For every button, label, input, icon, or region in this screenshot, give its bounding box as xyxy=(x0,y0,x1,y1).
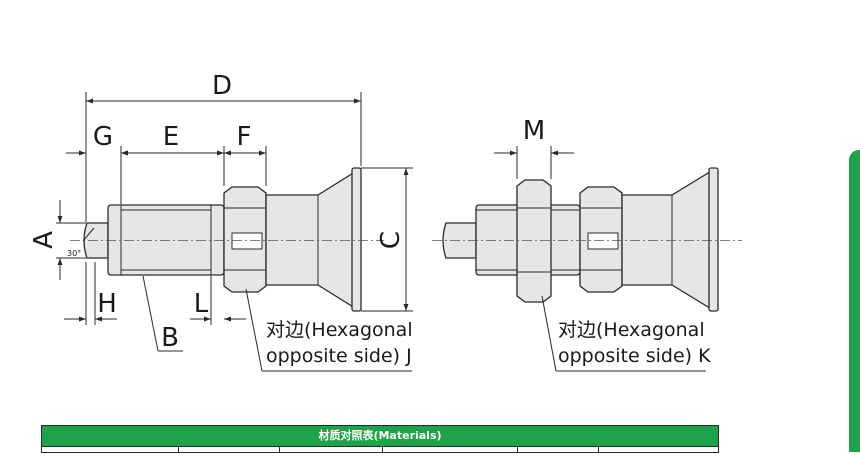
leader-b: B xyxy=(142,275,183,353)
chamfer-angle: 30° xyxy=(67,227,95,258)
side-accent-tab[interactable] xyxy=(849,150,860,452)
leader-j: 对边(Hexagonal opposite side) J xyxy=(245,288,413,372)
dimension-f: F xyxy=(224,122,267,186)
label-a: A xyxy=(29,231,59,249)
leader-k: 对边(Hexagonal opposite side) K xyxy=(541,295,711,372)
table-cell xyxy=(42,447,179,452)
label-l: L xyxy=(194,289,209,319)
callout-k-line2: opposite side) K xyxy=(558,345,711,367)
materials-table: 材质对照表(Materials) xyxy=(41,425,719,453)
label-g: G xyxy=(93,122,113,152)
callout-j-line1: 对边(Hexagonal xyxy=(266,319,413,341)
table-cell xyxy=(599,447,718,452)
table-cell xyxy=(179,447,280,452)
left-plunger-part xyxy=(70,167,384,312)
dimension-m: M xyxy=(494,116,574,179)
dimension-g: G xyxy=(66,122,140,156)
label-f: F xyxy=(237,122,252,152)
label-c: C xyxy=(376,231,406,249)
table-cell xyxy=(280,447,383,452)
dimension-d: D xyxy=(85,71,362,222)
callout-k-line1: 对边(Hexagonal xyxy=(558,319,705,341)
table-cell xyxy=(518,447,599,452)
dimension-h: H xyxy=(64,262,117,325)
dimension-l: L xyxy=(190,276,246,325)
right-plunger-part xyxy=(432,167,742,312)
label-m: M xyxy=(523,116,545,146)
dimension-c: C xyxy=(361,167,413,312)
callout-j-line2: opposite side) J xyxy=(266,345,412,367)
dimension-e: E xyxy=(120,122,225,204)
label-h: H xyxy=(97,289,117,319)
label-angle: 30° xyxy=(67,249,81,258)
table-cell xyxy=(383,447,518,452)
materials-table-row xyxy=(42,447,718,452)
dimension-a: A xyxy=(29,200,86,280)
label-d: D xyxy=(212,71,232,101)
label-e: E xyxy=(163,122,179,152)
label-b: B xyxy=(161,323,179,353)
materials-table-title: 材质对照表(Materials) xyxy=(42,426,718,447)
